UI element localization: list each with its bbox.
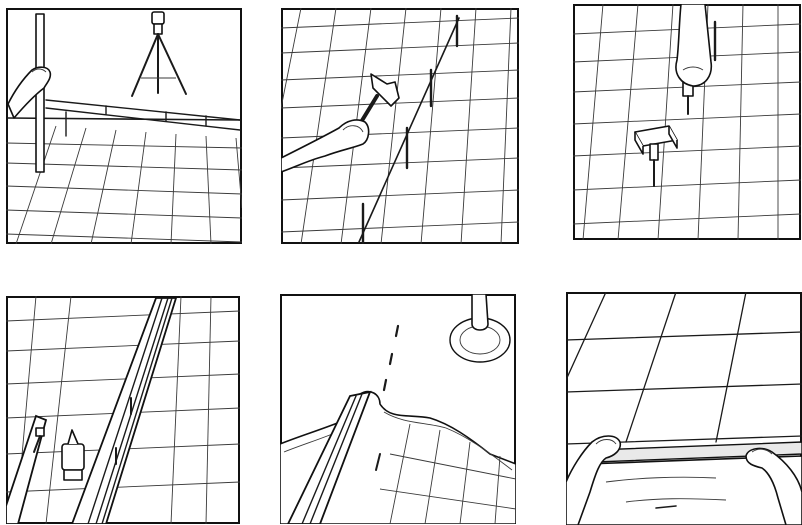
panel-2-illustration [281, 8, 519, 244]
panel-4-illustration [6, 296, 240, 524]
hand-icon [676, 4, 711, 86]
panel-5-illustration [280, 294, 516, 524]
clamp-tool-icon [62, 430, 84, 480]
panel-6-illustration [566, 292, 802, 525]
floor-grid [281, 8, 519, 244]
panel-6-lay-tiles [566, 292, 802, 525]
guide-dashes [384, 326, 398, 390]
panel-3-mount-clamps [573, 4, 801, 240]
hand-icon [281, 120, 369, 172]
panel-3-illustration [573, 4, 801, 240]
panel-2-nail-string-line [281, 8, 519, 244]
panel-4-fix-rail-profile [6, 296, 240, 524]
panel-1-illustration [6, 8, 242, 244]
clamp-bracket-icon [635, 126, 677, 186]
large-tiles [566, 292, 802, 444]
laser-level-icon [132, 12, 186, 96]
adhesive-nozzle-icon [450, 294, 510, 362]
panel-1-mark-level-line [6, 8, 242, 244]
panel-5-apply-adhesive [280, 294, 516, 524]
